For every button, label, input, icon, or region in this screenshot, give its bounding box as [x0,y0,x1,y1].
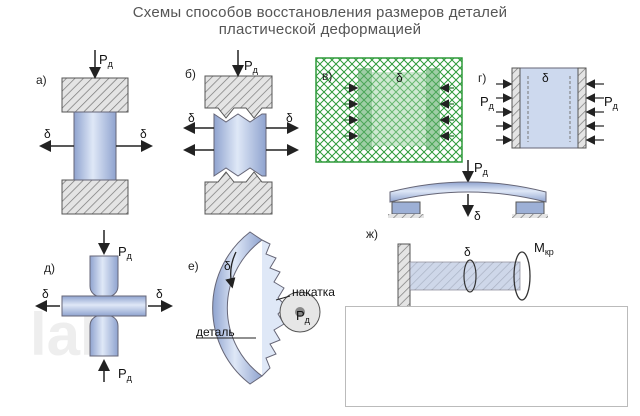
delta-label-left: δ [42,287,49,301]
left-wall [511,67,521,149]
delta-label-right: δ [140,127,147,141]
blank-panel [345,306,628,407]
tool-label: накатка [292,285,335,299]
diagram-zh-label: ж) [366,227,378,241]
delta-label: δ [474,209,481,223]
page-title: Схемы способов восстановления размеров д… [0,4,640,38]
diagram-b-label: б) [185,67,196,81]
right-support [515,201,545,215]
title-line-2: пластической деформацией [218,21,422,38]
delta-label-left: δ [44,127,51,141]
force-label: Pд [474,160,489,177]
part-body [372,72,426,146]
left-tool [358,68,372,150]
delta-label: δ [188,111,195,125]
part-label: деталь [196,325,235,339]
part-cylinder [73,111,117,181]
diagram-bending: Pд δ [388,160,548,223]
upper-roll [89,255,119,299]
right-ground [512,214,548,218]
pressure-arrows [496,79,604,145]
diagram-a: а) Pд δ δ [36,50,153,215]
diagram-zh: ж) δ Mкр [366,227,554,309]
right-wall [577,67,587,149]
rotation-arrow [225,251,237,289]
left-support [391,201,421,215]
fixed-wall [397,243,411,309]
part-arc [212,231,263,385]
diagram-v[interactable]: в) δ [315,57,463,163]
part-cylinder [213,113,267,177]
twist-marker [463,259,477,293]
lower-die [61,179,129,215]
diagram-g-label: г) [478,71,486,85]
diagram-g: г) δ Pд Pд [478,67,619,149]
pressure-arrows [344,83,454,141]
force-label-top: Pд [118,244,133,261]
part-body [511,67,587,149]
upper-die [61,77,129,113]
force-label-right: Pд [604,94,619,111]
force-label-left: Pд [480,94,495,111]
diagram-e: е) δ накатка деталь Pд [188,231,335,385]
lower-die [204,171,273,215]
torque-label: Mкр [534,240,554,257]
delta-label: δ [542,71,549,85]
diagram-e-label: е) [188,259,199,273]
lower-roll [89,313,119,357]
force-label: Pд [296,308,311,325]
force-label: Pд [244,58,259,75]
torque-arrow [513,251,531,301]
force-label: Pд [99,52,114,69]
force-label-bottom: Pд [118,366,133,383]
beam [389,181,547,203]
diagram-d: д) Pд δ δ Pд [35,230,173,383]
upper-die [204,75,273,119]
title-line-1: Схемы способов восстановления размеров д… [132,4,508,21]
tool-leader-line [275,295,291,301]
right-tool [426,68,440,150]
delta-label: δ [286,111,293,125]
diagram-v-label: в) [322,69,332,83]
delta-label: δ [396,71,403,85]
diagram-d-label: д) [44,261,55,275]
left-ground [388,214,424,218]
delta-label: δ [224,259,231,273]
tool-axle [295,307,305,317]
diagram-a-label: а) [36,73,47,87]
diagram-b: б) Pд δ δ [183,50,299,215]
strip-part [61,295,147,317]
delta-label-right: δ [156,287,163,301]
delta-label: δ [464,245,471,259]
